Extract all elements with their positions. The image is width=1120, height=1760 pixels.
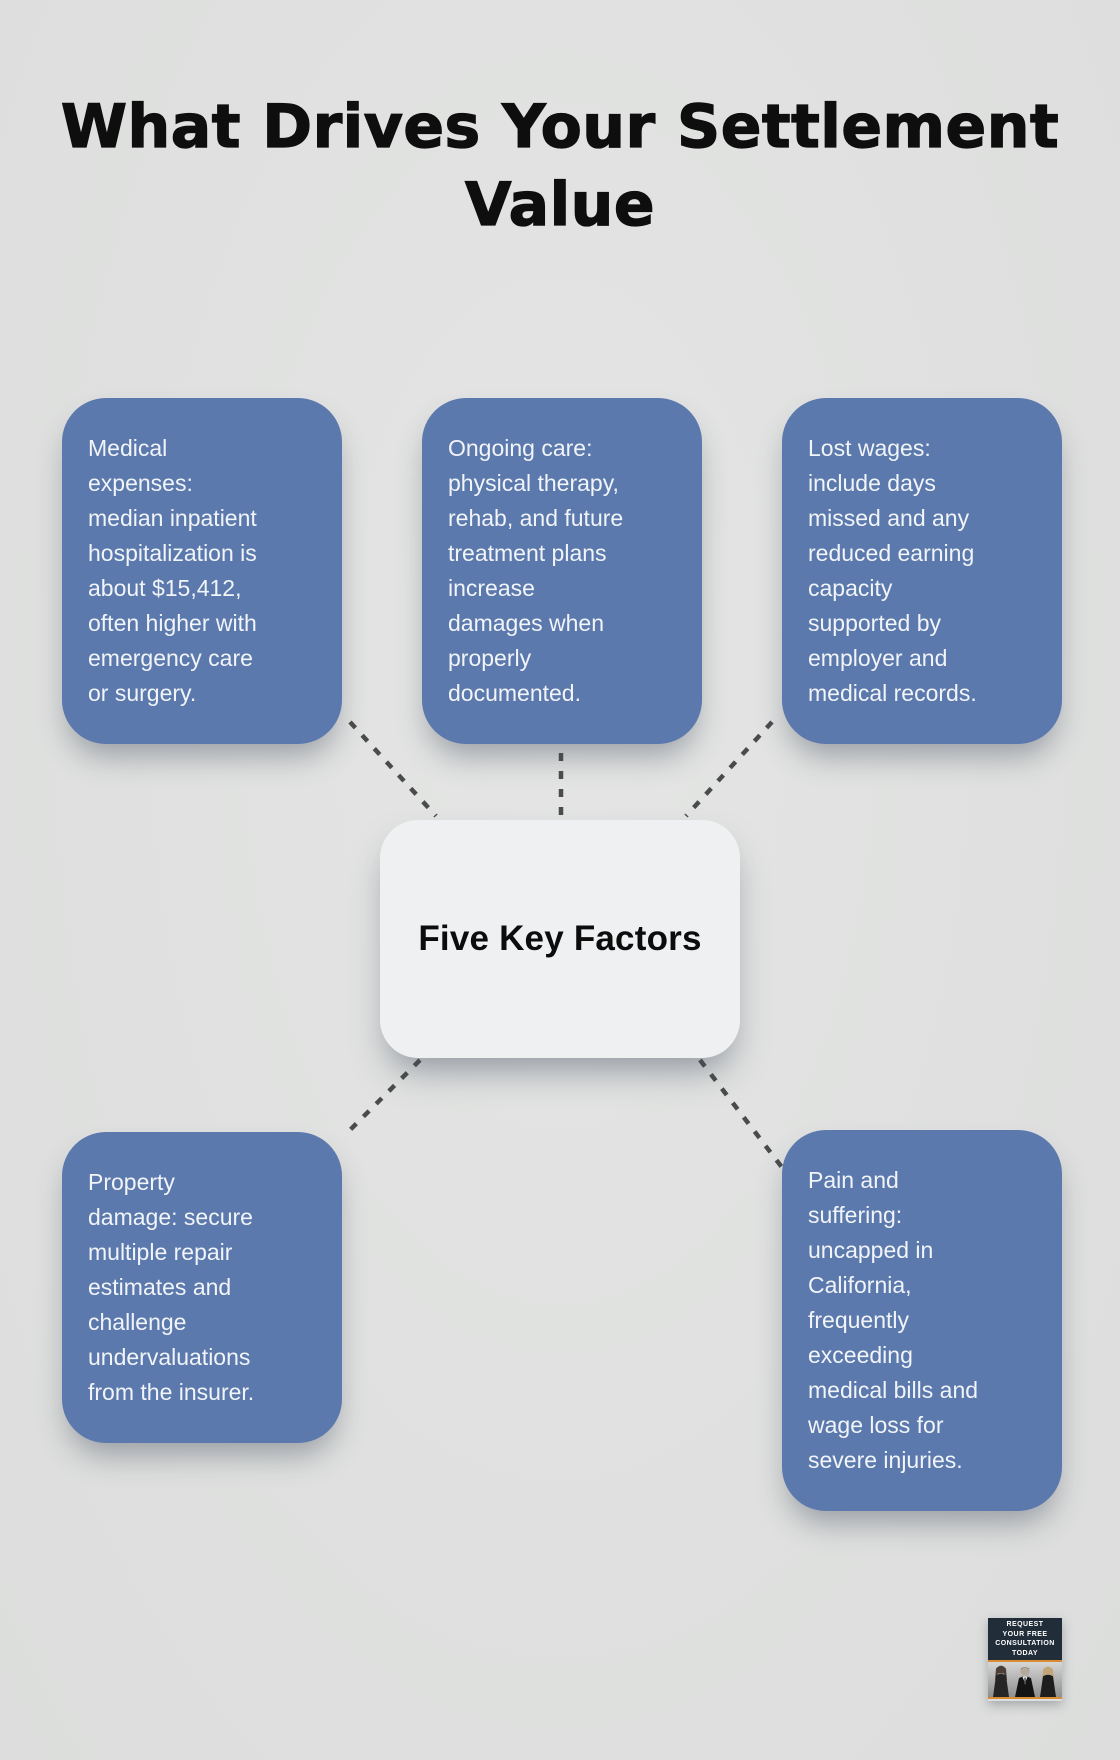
attorneys-photo (988, 1662, 1062, 1699)
factor-text-ongoing-care: Ongoing care: physical therapy, rehab, a… (448, 435, 624, 706)
consultation-cta-label: REQUEST YOUR FREE CONSULTATION TODAY (995, 1621, 1055, 1657)
connector-line-lostwages (684, 720, 774, 818)
connector-line-medical (348, 720, 438, 818)
factor-box-medical-expenses: Medical expenses: median inpatient hospi… (62, 398, 342, 744)
factor-box-lost-wages: Lost wages: include days missed and any … (782, 398, 1062, 744)
factor-text-pain-suffering: Pain and suffering: uncapped in Californ… (808, 1167, 979, 1473)
connector-line-pain (698, 1058, 786, 1172)
factor-box-pain-suffering: Pain and suffering: uncapped in Californ… (782, 1130, 1062, 1511)
center-node-label: Five Key Factors (418, 919, 702, 958)
factor-text-medical-expenses: Medical expenses: median inpatient hospi… (88, 435, 257, 706)
consultation-badge-text-panel: REQUEST YOUR FREE CONSULTATION TODAY (988, 1618, 1062, 1660)
factor-text-property-damage: Property damage: secure multiple repair … (88, 1169, 255, 1405)
factor-box-property-damage: Property damage: secure multiple repair … (62, 1132, 342, 1443)
badge-divider-line (988, 1660, 1062, 1662)
factor-box-ongoing-care: Ongoing care: physical therapy, rehab, a… (422, 398, 702, 744)
factor-text-lost-wages: Lost wages: include days missed and any … (808, 435, 977, 706)
page-title: What Drives Your Settlement Value (60, 91, 1060, 240)
center-node: Five Key Factors (380, 820, 740, 1058)
connector-line-property (342, 1058, 422, 1138)
consultation-badge[interactable]: REQUEST YOUR FREE CONSULTATION TODAY (988, 1618, 1062, 1701)
